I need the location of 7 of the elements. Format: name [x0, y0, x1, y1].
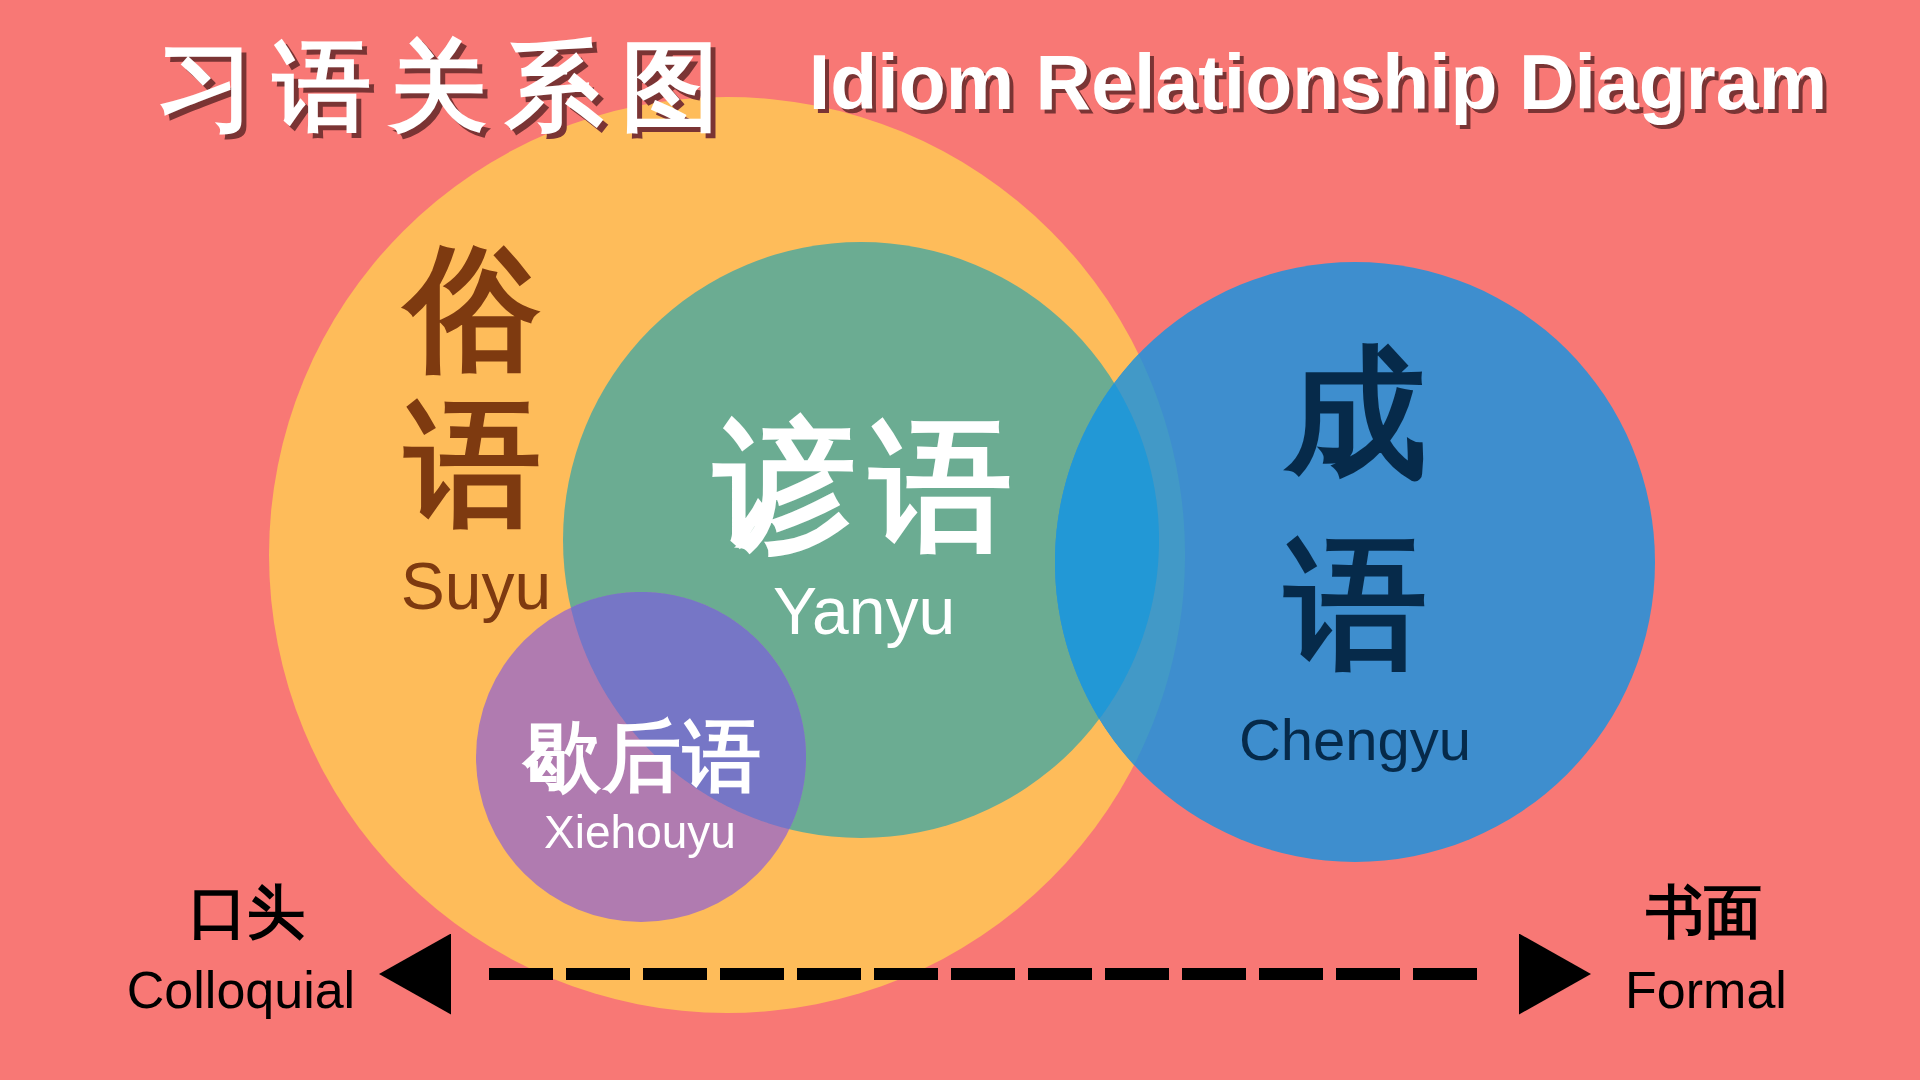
term-heading: 成语	[1285, 328, 1427, 688]
end-label: Formal	[1625, 964, 1787, 1016]
term-heading: 谚语	[714, 414, 1026, 556]
end-heading: 口头	[189, 883, 305, 941]
end-heading: 书面	[1646, 883, 1762, 941]
term-heading: 歇后语	[523, 717, 763, 795]
title: 习语关系图	[157, 37, 737, 135]
